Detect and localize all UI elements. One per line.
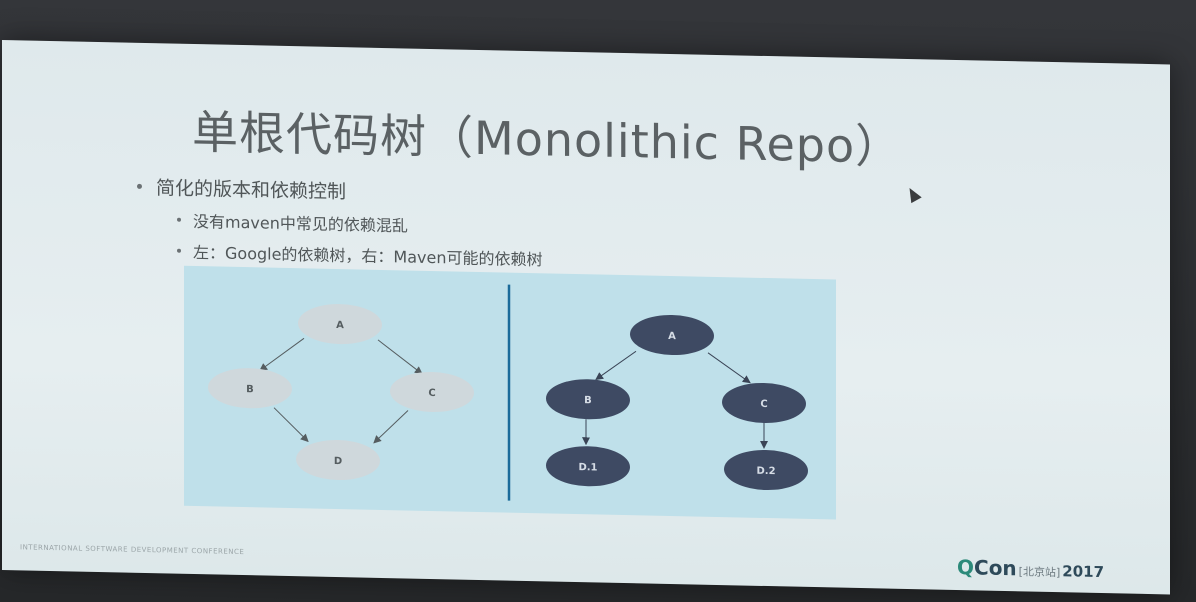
node-label: A <box>668 331 676 342</box>
sub-bullet-text: 左：Google的依赖树，右：Maven可能的依赖树 <box>193 243 543 270</box>
bullet-text: 简化的版本和依赖控制 <box>156 177 347 204</box>
edge-c-d <box>373 410 409 444</box>
brand-year: 2017 <box>1062 562 1105 582</box>
conference-tagline: INTERNATIONAL SOFTWARE DEVELOPMENT CONFE… <box>20 543 245 557</box>
brand-name: QCon <box>957 555 1017 581</box>
right-node-c: C <box>722 382 806 423</box>
bullet-list: 简化的版本和依赖控制 没有maven中常见的依赖混乱 左：Google的依赖树，… <box>137 173 543 270</box>
right-node-d1: D.1 <box>546 446 630 487</box>
presentation-slide: 单根代码树（Monolithic Repo） 简化的版本和依赖控制 没有mave… <box>2 40 1170 595</box>
right-node-b: B <box>546 379 630 420</box>
edge-b-d <box>273 407 309 443</box>
right-node-a: A <box>630 315 714 356</box>
edge-a-c <box>707 352 751 384</box>
bullet-dot-icon <box>177 248 181 253</box>
node-label: B <box>246 384 254 395</box>
left-node-a: A <box>298 304 382 345</box>
node-label: D.1 <box>578 462 597 473</box>
left-node-b: B <box>208 368 292 409</box>
mouse-pointer-icon <box>904 185 922 204</box>
bullet-dot-icon <box>137 183 142 189</box>
left-node-d: D <box>296 440 380 481</box>
node-label: C <box>760 399 767 410</box>
edge-a-b <box>259 337 305 371</box>
dependency-graph-svg: A B C D <box>208 284 808 501</box>
edge-a-b <box>595 350 637 381</box>
node-label: D <box>334 456 342 467</box>
node-label: A <box>336 320 344 331</box>
node-label: D.2 <box>756 466 775 477</box>
slide-title: 单根代码树（Monolithic Repo） <box>192 104 903 174</box>
brand-city: [北京站] <box>1018 565 1061 580</box>
node-label: B <box>584 395 592 406</box>
left-node-c: C <box>390 371 474 413</box>
bullet-dot-icon <box>177 217 181 222</box>
right-node-d2: D.2 <box>724 449 808 491</box>
qcon-logo: QCon [北京站] 2017 <box>957 555 1104 582</box>
sub-bullet-item: 左：Google的依赖树，右：Maven可能的依赖树 <box>177 239 543 271</box>
node-label: C <box>428 388 435 399</box>
dependency-diagram: A B C D <box>184 265 836 520</box>
bullet-item: 简化的版本和依赖控制 <box>137 173 543 208</box>
sub-bullet-text: 没有maven中常见的依赖混乱 <box>193 212 408 236</box>
edge-a-c <box>377 339 423 375</box>
sub-bullet-item: 没有maven中常见的依赖混乱 <box>177 208 543 240</box>
